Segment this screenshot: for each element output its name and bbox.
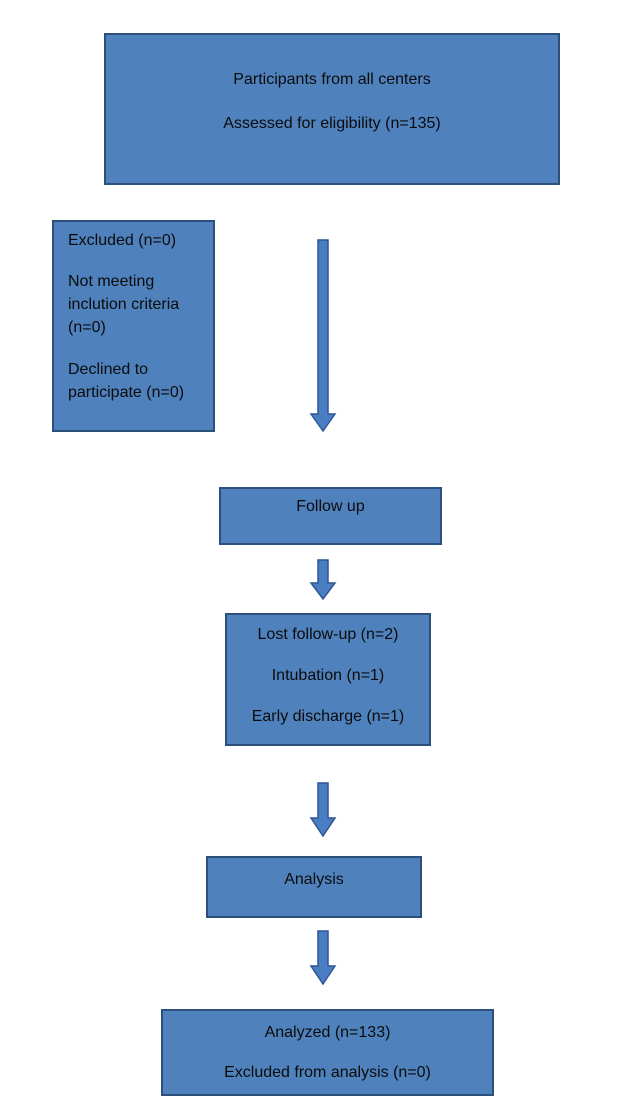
excluded-title: Excluded (n=0) xyxy=(68,232,177,249)
enrollment-line-2: Assessed for eligibility (n=135) xyxy=(223,115,441,132)
down-arrow-icon xyxy=(309,782,337,838)
lost-follow-up-box: Lost follow-up (n=2) Intubation (n=1) Ea… xyxy=(225,613,431,746)
excluded-box: Excluded (n=0) Not meeting inclution cri… xyxy=(52,220,215,432)
analysis-label: Analysis xyxy=(284,871,344,888)
down-arrow-icon xyxy=(309,930,337,986)
lost-follow-up-line-2: Intubation (n=1) xyxy=(271,667,385,684)
down-arrow-icon xyxy=(309,239,337,433)
excluded-reason-2-line-2: participate (n=0) xyxy=(68,384,185,401)
analyzed-box: Analyzed (n=133) Excluded from analysis … xyxy=(161,1009,494,1096)
excluded-reason-1-line-3: (n=0) xyxy=(68,319,106,336)
analyzed-line-2: Excluded from analysis (n=0) xyxy=(224,1064,431,1081)
excluded-reason-1-line-2: inclution criteria xyxy=(68,296,180,313)
follow-up-box: Follow up xyxy=(219,487,442,545)
follow-up-label: Follow up xyxy=(296,498,365,515)
analyzed-line-1: Analyzed (n=133) xyxy=(264,1024,391,1041)
enrollment-box: Participants from all centers Assessed f… xyxy=(104,33,560,185)
lost-follow-up-line-3: Early discharge (n=1) xyxy=(251,708,405,725)
enrollment-line-1: Participants from all centers xyxy=(233,71,431,88)
excluded-reason-1-line-1: Not meeting xyxy=(68,273,155,290)
excluded-reason-2-line-1: Declined to xyxy=(68,361,149,378)
lost-follow-up-line-1: Lost follow-up (n=2) xyxy=(257,626,399,643)
analysis-box: Analysis xyxy=(206,856,422,918)
down-arrow-icon xyxy=(309,559,337,601)
